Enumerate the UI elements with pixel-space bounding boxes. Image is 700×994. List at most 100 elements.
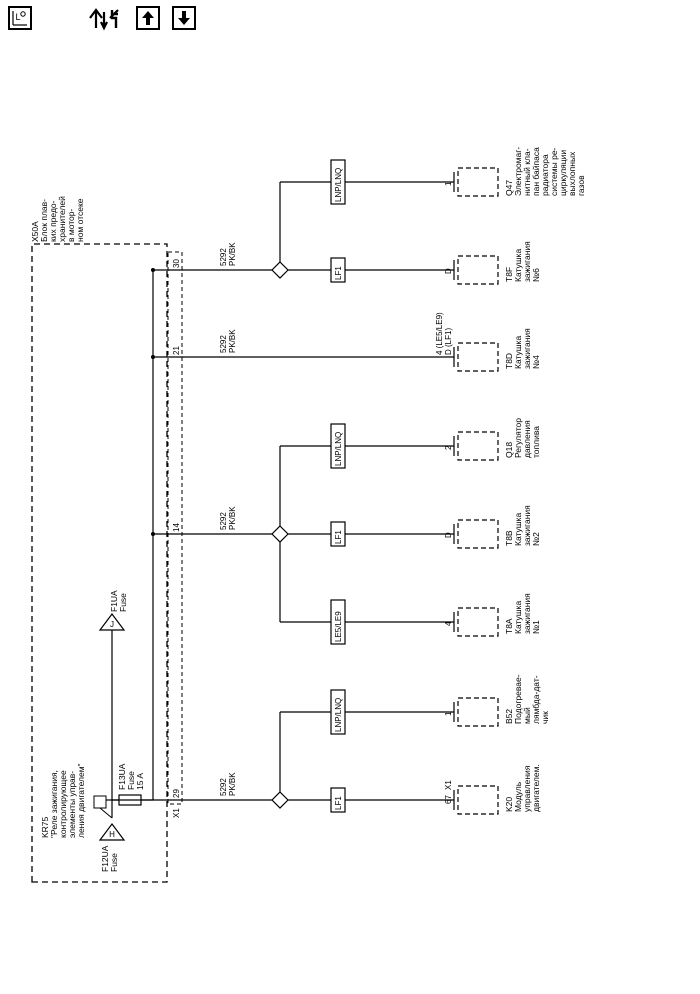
option-box-le5-le9: [330, 599, 346, 645]
svg-text:ном отсеке: ном отсеке: [75, 198, 85, 242]
page-down-button[interactable]: [172, 6, 196, 30]
svg-text:F1UA: F1UA: [109, 590, 119, 612]
svg-text:Электромаг-: Электромаг-: [513, 147, 523, 196]
svg-text:Катушка: Катушка: [513, 336, 523, 369]
svg-text:K20: K20: [504, 797, 514, 812]
svg-text:Катушка: Катушка: [513, 601, 523, 634]
svg-text:радиатора: радиатора: [540, 154, 550, 196]
t8d-pin: 4 (LE5/LE9) D (LF1): [435, 312, 453, 355]
svg-text:4 (LE5/LE9): 4 (LE5/LE9): [435, 312, 444, 355]
option-box-lnp-lnq-2: [330, 423, 346, 469]
location-button[interactable]: L: [8, 6, 32, 30]
svg-text:T8D: T8D: [504, 353, 514, 369]
svg-text:№2: №2: [531, 532, 541, 546]
relay-kr75-contact: [93, 795, 107, 809]
svg-text:циркуляции: циркуляции: [558, 150, 568, 196]
svg-text:ких предо-: ких предо-: [48, 200, 58, 242]
q47-label: Q47 Электромаг- нитный кла- пан байпаса …: [504, 147, 586, 196]
svg-text:5292: 5292: [219, 778, 228, 796]
svg-text:PK/BK: PK/BK: [228, 242, 237, 266]
svg-text:системы ре-: системы ре-: [549, 147, 559, 196]
component-b52: [453, 697, 499, 727]
svg-text:D (LF1): D (LF1): [444, 328, 453, 355]
svg-text:F12UA: F12UA: [100, 845, 110, 872]
svg-text:5292: 5292: [219, 335, 228, 353]
t8a-label: T8A Катушка зажигания №1: [504, 593, 541, 634]
svg-text:KR75: KR75: [40, 816, 50, 838]
q18-label: Q18 Регулятор давления топлива: [504, 418, 541, 458]
pin-30-label: 30: [172, 259, 181, 268]
svg-text:№6: №6: [531, 268, 541, 282]
svg-text:PK/BK: PK/BK: [228, 772, 237, 796]
svg-text:67: 67: [444, 795, 453, 804]
svg-text:Катушка: Катушка: [513, 513, 523, 546]
arrow-down-icon: [178, 11, 190, 25]
component-t8d: [453, 342, 499, 372]
svg-text:Q18: Q18: [504, 442, 514, 458]
component-q18: [453, 431, 499, 461]
svg-text:зажигания: зажигания: [522, 328, 532, 369]
fuse-block-outline: [31, 243, 168, 883]
q47-pin: 1: [444, 181, 453, 186]
svg-text:Fuse: Fuse: [109, 853, 119, 872]
svg-text:хранителей: хранителей: [57, 196, 67, 242]
svg-text:X1: X1: [444, 780, 453, 790]
q18-pin: 2: [444, 445, 453, 450]
wire-label-21: 5292 PK/BK: [219, 329, 237, 353]
arrow-up-icon: [142, 11, 154, 25]
svg-text:Q47: Q47: [504, 180, 514, 196]
svg-text:элементы управ-: элементы управ-: [67, 771, 77, 838]
fuse-f12ua-pin: H: [109, 830, 115, 839]
svg-text:Подогревае-: Подогревае-: [513, 674, 523, 724]
svg-text:LF1: LF1: [334, 530, 343, 544]
connector-x1-outline: [167, 251, 183, 805]
svg-text:Катушка: Катушка: [513, 249, 523, 282]
component-t8b: [453, 519, 499, 549]
b52-label: B52 Подогревае- мый лямбда-дат- чик: [504, 674, 550, 724]
component-k20: [453, 785, 499, 815]
t8f-pin: D: [444, 268, 453, 274]
component-t8f: [453, 255, 499, 285]
wire-label-29: 5292 PK/BK: [219, 772, 237, 796]
t8b-label: T8B Катушка зажигания №2: [504, 505, 541, 546]
option-box-lf1-2: [330, 521, 346, 547]
fuse-f12ua-label: F12UA Fuse: [100, 845, 119, 872]
connector-view-button[interactable]: [86, 4, 126, 34]
connector-view-icon: [89, 8, 119, 31]
b52-pin: 1: [444, 711, 453, 716]
svg-text:зажигания: зажигания: [522, 505, 532, 546]
svg-text:мый: мый: [522, 707, 532, 724]
svg-text:T8A: T8A: [504, 618, 514, 634]
svg-text:5292: 5292: [219, 248, 228, 266]
svg-text:5292: 5292: [219, 512, 228, 530]
svg-text:T8B: T8B: [504, 530, 514, 546]
fuse-f13ua-label: F13UA Fuse 15 A: [117, 763, 145, 790]
option-box-lnp-lnq-3: [330, 689, 346, 735]
component-q47: [453, 167, 499, 197]
splice-1: [271, 261, 289, 279]
svg-text:LNP/LNQ: LNP/LNQ: [334, 432, 343, 466]
svg-text:LE5/LE9: LE5/LE9: [334, 611, 343, 642]
option-box-lnp-lnq-1: [330, 159, 346, 205]
t8d-label: T8D Катушка зажигания №4: [504, 328, 541, 369]
svg-text:лямбда-дат-: лямбда-дат-: [531, 675, 541, 724]
component-t8a: [453, 607, 499, 637]
svg-text:PK/BK: PK/BK: [228, 506, 237, 530]
svg-text:ления двигателем": ления двигателем": [76, 763, 86, 838]
svg-text:Fuse: Fuse: [126, 771, 136, 790]
t8b-pin: D: [444, 532, 453, 538]
svg-text:двигателем.: двигателем.: [531, 764, 541, 812]
svg-text:№1: №1: [531, 620, 541, 634]
page-up-button[interactable]: [136, 6, 160, 30]
svg-text:управления: управления: [522, 765, 532, 812]
wire-label-14: 5292 PK/BK: [219, 506, 237, 530]
svg-text:чик: чик: [540, 711, 550, 724]
svg-text:пан байпаса: пан байпаса: [531, 147, 541, 196]
svg-text:LNP/LNQ: LNP/LNQ: [334, 698, 343, 732]
svg-text:в мотор-: в мотор-: [66, 208, 76, 242]
svg-text:зажигания: зажигания: [522, 241, 532, 282]
wire-label-30: 5292 PK/BK: [219, 242, 237, 266]
svg-text:LNP/LNQ: LNP/LNQ: [334, 168, 343, 202]
svg-text:№4: №4: [531, 355, 541, 369]
